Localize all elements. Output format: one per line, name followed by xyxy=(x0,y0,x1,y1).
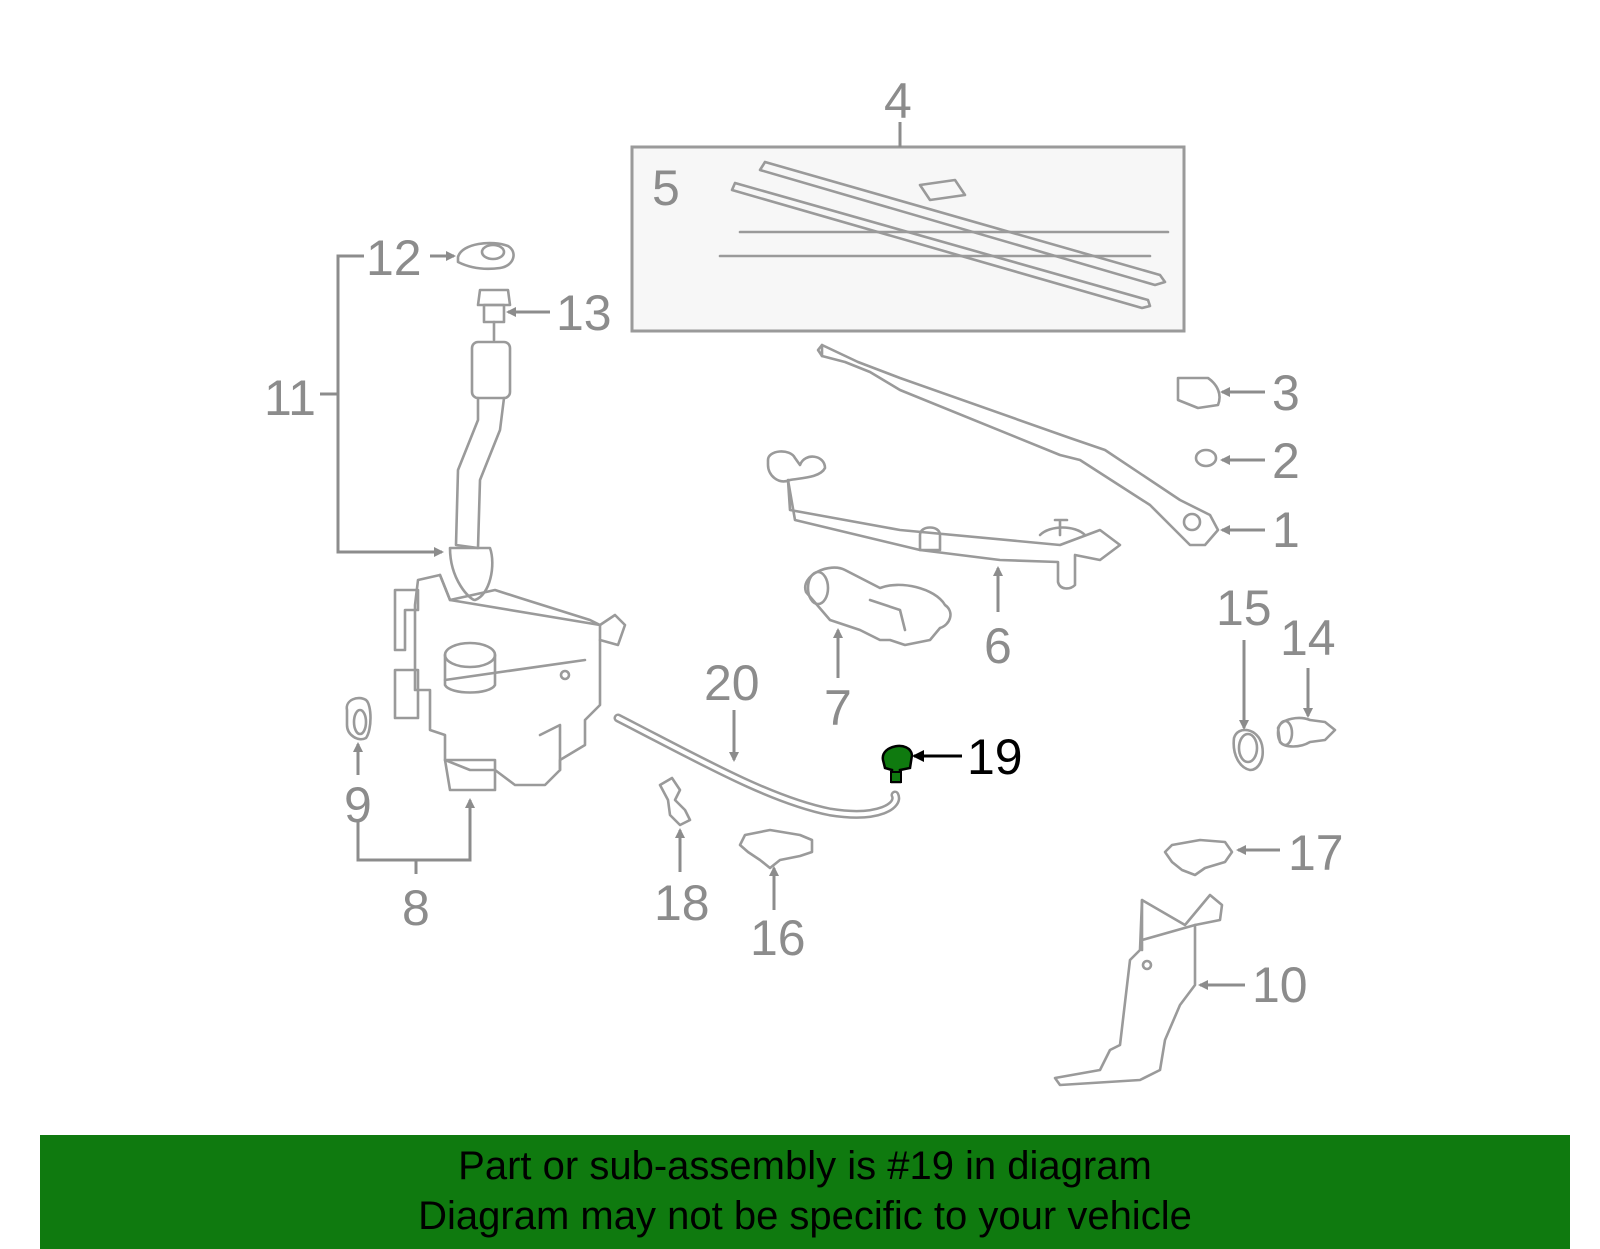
callout-8: 8 xyxy=(402,880,430,936)
washer-nozzle-17 xyxy=(1163,838,1280,877)
washer-nozzle-16 xyxy=(738,828,814,910)
callout-20: 20 xyxy=(704,655,760,711)
washer-cap-12 xyxy=(430,241,515,271)
pivot-cover-3 xyxy=(1176,376,1265,410)
callout-9: 9 xyxy=(344,777,372,833)
callout-15: 15 xyxy=(1216,580,1272,636)
filler-neck-13 xyxy=(448,288,550,602)
highlighted-part-19[interactable] xyxy=(881,744,962,784)
callout-5: 5 xyxy=(652,160,680,216)
banner-line-1: Part or sub-assembly is #19 in diagram xyxy=(458,1144,1152,1188)
callout-17: 17 xyxy=(1288,825,1344,881)
callout-3: 3 xyxy=(1272,365,1300,421)
callout-1: 1 xyxy=(1272,502,1300,558)
callout-2: 2 xyxy=(1272,433,1300,489)
callout-11: 11 xyxy=(264,370,316,426)
wiper-blade-box xyxy=(630,122,1186,333)
callout-12: 12 xyxy=(366,230,422,286)
callout-18: 18 xyxy=(654,875,710,931)
callout-14: 14 xyxy=(1280,610,1336,666)
callout-16: 16 xyxy=(750,910,806,966)
washer-hose-20 xyxy=(613,710,901,819)
grommet-15 xyxy=(1232,640,1264,772)
banner-line-2: Diagram may not be specific to your vehi… xyxy=(418,1194,1192,1238)
grommet-9 xyxy=(345,696,372,775)
wiper-arm-1 xyxy=(816,343,1265,547)
callout-7: 7 xyxy=(824,680,852,736)
callout-6: 6 xyxy=(984,618,1012,674)
callout-19[interactable]: 19 xyxy=(967,729,1023,785)
clip-18 xyxy=(658,776,692,872)
callout-4: 4 xyxy=(884,73,912,129)
info-banner: Part or sub-assembly is #19 in diagram D… xyxy=(40,1135,1570,1249)
splash-shield-10 xyxy=(1053,893,1245,1087)
bracket-11 xyxy=(320,254,444,557)
nut-2 xyxy=(1194,448,1265,468)
washer-tank-8 xyxy=(356,573,627,874)
callout-10: 10 xyxy=(1252,957,1308,1013)
wiper-motor-7 xyxy=(803,566,952,678)
wiper-linkage-6 xyxy=(766,450,1122,612)
callout-13: 13 xyxy=(556,285,612,341)
washer-pump-14 xyxy=(1276,668,1337,748)
